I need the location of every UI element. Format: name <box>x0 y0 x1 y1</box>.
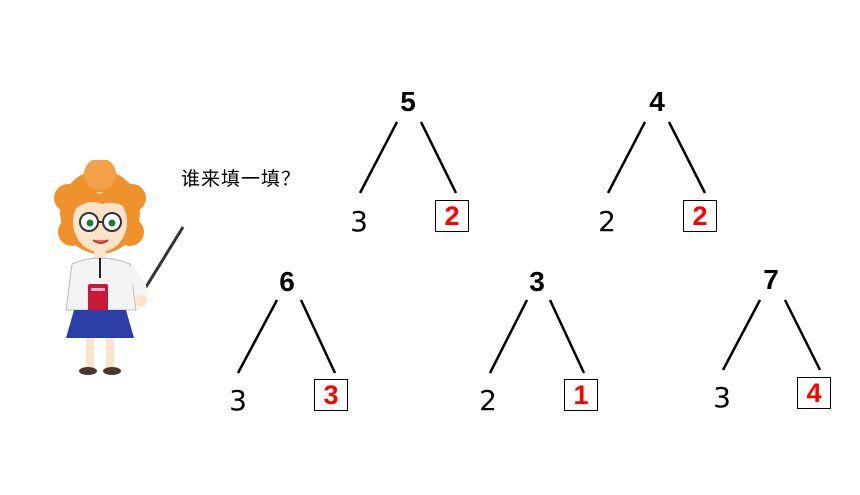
tree-top-number: 7 <box>763 264 779 295</box>
answer-box[interactable]: 1 <box>564 379 598 411</box>
teacher-illustration <box>54 160 185 375</box>
branch-line <box>236 299 279 374</box>
tree-top-number: 3 <box>529 266 545 297</box>
answer-box[interactable]: 3 <box>314 379 348 411</box>
answer-box[interactable]: 2 <box>435 200 469 232</box>
branch-line <box>419 121 458 194</box>
tree-left-number: 3 <box>229 384 247 417</box>
branch-line <box>721 299 762 371</box>
tree-top-number: 4 <box>649 86 665 117</box>
branch-line <box>548 299 586 374</box>
branch-line <box>606 121 647 194</box>
tree-top-number: 5 <box>400 86 416 117</box>
tree-left-number: 3 <box>713 381 731 414</box>
branch-line <box>783 299 822 371</box>
answer-box[interactable]: 4 <box>797 377 831 409</box>
tree-left-number: 2 <box>479 384 497 417</box>
tree-left-number: 2 <box>598 205 616 238</box>
tree-top-number: 6 <box>279 266 295 297</box>
prompt-text: 谁来填一填？ <box>181 168 302 190</box>
tree-left-number: 3 <box>350 205 368 238</box>
branch-line <box>299 299 337 374</box>
branch-line <box>358 121 399 194</box>
branch-line <box>667 121 707 194</box>
answer-box[interactable]: 2 <box>683 200 717 232</box>
branch-line <box>488 299 529 374</box>
